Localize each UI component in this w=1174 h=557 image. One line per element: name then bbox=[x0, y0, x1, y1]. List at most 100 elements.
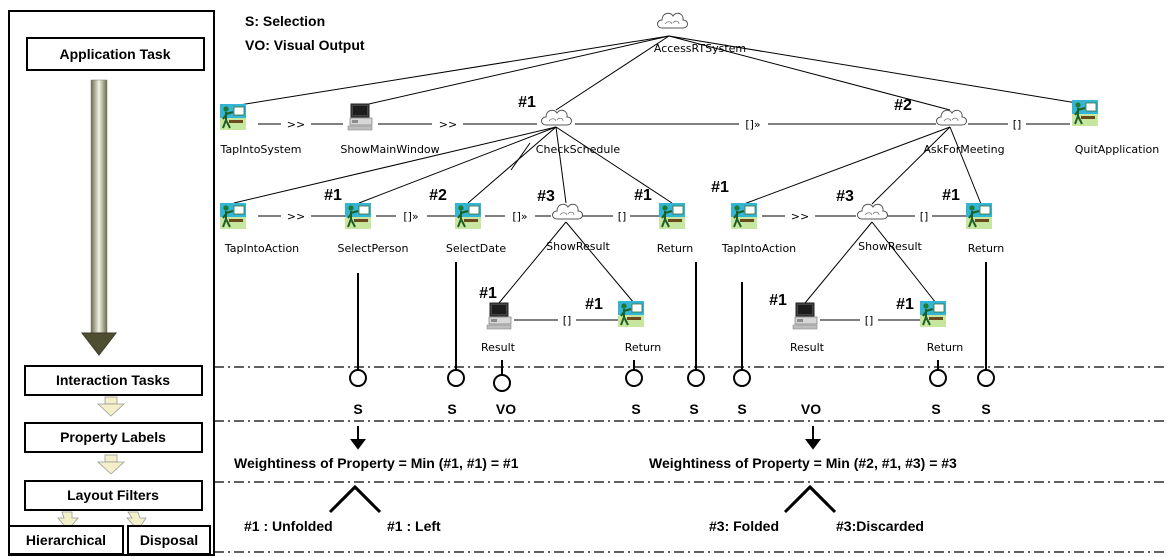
interaction-task-icon bbox=[919, 300, 947, 328]
node-ask-meeting-label: AskForMeeting bbox=[923, 143, 1004, 156]
interaction-task-icon bbox=[344, 202, 372, 230]
small-down-arrow-icon bbox=[96, 396, 126, 417]
interaction-type-labels: S S VO S S S VO S S bbox=[353, 401, 990, 417]
application-task-icon bbox=[486, 302, 512, 330]
result-discarded: #3:Discarded bbox=[836, 518, 924, 534]
application-task-label: Application Task bbox=[60, 46, 171, 62]
selection-label: S bbox=[631, 401, 640, 417]
choice-operator: [] bbox=[1013, 118, 1022, 131]
result-left: #1 : Left bbox=[387, 518, 441, 534]
priority-label: #3 bbox=[537, 188, 555, 205]
legend-visual-output: VO: Visual Output bbox=[245, 37, 365, 53]
priority-label: #1 bbox=[585, 296, 603, 313]
node-quit-label: QuitApplication bbox=[1075, 143, 1159, 156]
priority-label: #1 bbox=[896, 296, 914, 313]
interaction-task-icon bbox=[965, 202, 993, 230]
enable-info-operator: []» bbox=[403, 210, 418, 223]
enable-operator: >> bbox=[287, 118, 305, 131]
abstract-task-icon bbox=[541, 109, 572, 126]
choice-operator: [] bbox=[865, 314, 874, 327]
priority-label: #1 bbox=[769, 292, 787, 309]
application-task-icon bbox=[792, 302, 818, 330]
choice-operator: [] bbox=[563, 314, 572, 327]
selection-label: S bbox=[689, 401, 698, 417]
node-return4-label: Return bbox=[927, 341, 964, 354]
priority-label: #1 bbox=[479, 285, 497, 302]
selection-label: S bbox=[737, 401, 746, 417]
application-task-box bbox=[26, 37, 205, 71]
priority-label: #1 bbox=[634, 187, 652, 204]
operator-lines bbox=[258, 123, 1070, 321]
layout-filters-label: Layout Filters bbox=[67, 487, 159, 503]
node-result2-label: Result bbox=[790, 341, 825, 354]
priority-label: #3 bbox=[836, 188, 854, 205]
operator-labels: >> >> []» [] >> []» []» [] >> [] [] [] bbox=[287, 118, 1022, 327]
weightiness-right: Weightiness of Property = Min (#2, #1, #… bbox=[649, 455, 957, 471]
interaction-task-icon bbox=[617, 300, 645, 328]
priority-label: #1 bbox=[711, 179, 729, 196]
enable-info-operator: []» bbox=[745, 118, 760, 131]
node-show-result1-label: ShowResult bbox=[546, 240, 610, 253]
node-tap-action1-label: TapIntoAction bbox=[224, 242, 299, 255]
disposal-label: Disposal bbox=[140, 532, 198, 548]
interaction-task-icon bbox=[454, 202, 482, 230]
abstract-task-icon bbox=[657, 12, 688, 29]
node-return2-label: Return bbox=[968, 242, 1005, 255]
result-unfolded: #1 : Unfolded bbox=[244, 518, 333, 534]
interaction-task-icon bbox=[658, 202, 686, 230]
disposal-box bbox=[127, 525, 211, 555]
selection-label: S bbox=[447, 401, 456, 417]
selection-label: S bbox=[981, 401, 990, 417]
choice-operator: [] bbox=[920, 210, 929, 223]
abstract-task-icon bbox=[552, 203, 583, 220]
interaction-circles bbox=[349, 369, 995, 392]
separator-lines bbox=[214, 366, 1166, 553]
layout-filters-box bbox=[24, 480, 203, 511]
interaction-task-icon bbox=[219, 202, 247, 230]
enable-operator: >> bbox=[439, 118, 457, 131]
node-select-date-label: SelectDate bbox=[446, 242, 506, 255]
weightiness-left: Weightiness of Property = Min (#1, #1) =… bbox=[234, 455, 519, 471]
priority-label: #1 bbox=[324, 187, 342, 204]
interaction-task-icon bbox=[1071, 99, 1099, 127]
enable-info-operator: []» bbox=[512, 210, 527, 223]
visual-output-label: VO bbox=[801, 401, 821, 417]
abstract-task-icon bbox=[936, 109, 967, 126]
abstract-task-icon bbox=[857, 203, 888, 220]
priority-label: #1 bbox=[942, 187, 960, 204]
property-labels-box bbox=[24, 422, 203, 453]
node-return1-label: Return bbox=[657, 242, 694, 255]
selection-label: S bbox=[353, 401, 362, 417]
legend-selection: S: Selection bbox=[245, 13, 325, 29]
property-labels-label: Property Labels bbox=[60, 429, 166, 445]
interaction-tasks-label: Interaction Tasks bbox=[56, 372, 170, 388]
priority-label: #1 bbox=[518, 94, 536, 111]
node-select-person-label: SelectPerson bbox=[338, 242, 409, 255]
enable-operator: >> bbox=[791, 210, 809, 223]
split-arrow-left-icon bbox=[57, 511, 79, 531]
choice-operator: [] bbox=[618, 210, 627, 223]
property-arrows bbox=[350, 426, 821, 450]
large-down-arrow-icon bbox=[80, 79, 118, 356]
node-result1-label: Result bbox=[481, 341, 516, 354]
node-show-main-label: ShowMainWindow bbox=[340, 143, 439, 156]
priority-label: #2 bbox=[894, 97, 912, 114]
node-access-label: AccessRTSystem bbox=[654, 42, 746, 55]
selection-label: S bbox=[931, 401, 940, 417]
node-tap-action2-label: TapIntoAction bbox=[721, 242, 796, 255]
small-down-arrow-icon bbox=[96, 454, 126, 475]
interaction-tasks-box bbox=[24, 365, 203, 396]
tree-edges bbox=[232, 35, 1084, 304]
hierarchical-label: Hierarchical bbox=[26, 532, 106, 548]
interaction-drop-lines bbox=[357, 262, 987, 375]
interaction-task-icon bbox=[730, 202, 758, 230]
interaction-task-icon bbox=[219, 103, 247, 131]
node-tap-system-label: TapIntoSystem bbox=[220, 143, 302, 156]
application-task-icon bbox=[347, 103, 373, 131]
hierarchical-box bbox=[8, 525, 124, 555]
node-check-schedule-label: CheckSchedule bbox=[536, 143, 621, 156]
node-show-result2-label: ShowResult bbox=[858, 240, 922, 253]
enable-operator: >> bbox=[287, 210, 305, 223]
result-split-arrows bbox=[328, 484, 837, 514]
